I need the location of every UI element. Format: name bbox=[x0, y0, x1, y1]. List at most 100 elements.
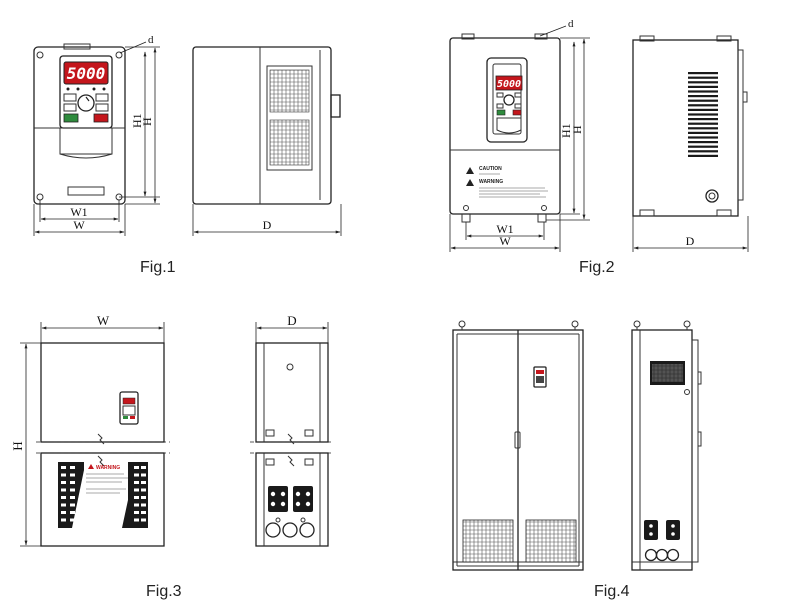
vent-slot bbox=[70, 503, 75, 507]
louvre-slot bbox=[688, 118, 718, 121]
louvre-slot bbox=[688, 150, 718, 153]
louvre-slot bbox=[688, 90, 718, 93]
fig1-caption: Fig.1 bbox=[140, 259, 176, 276]
louvre-slot bbox=[688, 131, 718, 134]
fig3-d-depth-label: D bbox=[287, 313, 296, 328]
vent-slot bbox=[70, 518, 75, 522]
fig1-front-view: 5000 bbox=[33, 43, 126, 205]
louvre-slot bbox=[688, 113, 718, 116]
vent-slot bbox=[61, 473, 66, 477]
louvre-slot bbox=[688, 141, 718, 144]
vent-slot bbox=[70, 488, 75, 492]
fig4-keypad bbox=[533, 366, 547, 388]
fig2-warning-title: WARNING bbox=[479, 179, 503, 185]
vent-slot bbox=[61, 466, 66, 469]
fig2-d-label: d bbox=[568, 18, 574, 30]
fig3-left-vent bbox=[58, 462, 84, 528]
fig1-display bbox=[63, 61, 109, 85]
vent-slot bbox=[70, 473, 75, 477]
fig1-w1-label: W1 bbox=[70, 205, 87, 219]
louvre-slot bbox=[688, 99, 718, 102]
fig2-caution-title: CAUTION bbox=[479, 166, 502, 172]
vent-slot bbox=[134, 481, 139, 484]
vent-slot bbox=[141, 466, 146, 469]
louvre-slot bbox=[688, 104, 718, 107]
fig3-front-view: WARNING bbox=[36, 342, 170, 547]
vent-slot bbox=[61, 488, 66, 492]
louvre-slot bbox=[688, 95, 718, 98]
vent-slot bbox=[61, 496, 66, 499]
fig3-dimensions: W H bbox=[10, 313, 165, 547]
vent-slot bbox=[134, 466, 139, 469]
vent-slot bbox=[134, 473, 139, 477]
fig3-h-label: H bbox=[10, 441, 25, 450]
fig1-w-label: W bbox=[73, 218, 85, 232]
fig1-knob bbox=[77, 94, 95, 112]
vent-slot bbox=[61, 511, 66, 514]
fig2-d-depth-label: D bbox=[686, 234, 695, 248]
louvre-slot bbox=[688, 127, 718, 130]
fig4-left-grille bbox=[462, 519, 514, 563]
fig2-w-label: W bbox=[499, 234, 511, 248]
fig1-h-label: H bbox=[140, 117, 154, 126]
fig3-side-view: D bbox=[250, 313, 334, 547]
vent-slot bbox=[61, 518, 66, 522]
vent-slot bbox=[141, 503, 146, 507]
vent-slot bbox=[141, 473, 146, 477]
fig3-vent-slots bbox=[61, 466, 146, 522]
vent-slot bbox=[134, 511, 139, 514]
vent-slot bbox=[141, 518, 146, 522]
vent-slot bbox=[70, 481, 75, 484]
vent-slot bbox=[70, 466, 75, 469]
vent-slot bbox=[134, 488, 139, 492]
louvre-slot bbox=[688, 154, 718, 157]
fig2-h1-label: H1 bbox=[559, 123, 573, 138]
fig3-terminal-right bbox=[293, 486, 313, 512]
vent-slot bbox=[70, 511, 75, 514]
fig3-caption: Fig.3 bbox=[146, 583, 182, 600]
fig1-d-depth-label: D bbox=[263, 218, 272, 232]
fig4-front-view bbox=[452, 320, 584, 571]
fig2-side-view: D bbox=[632, 35, 749, 252]
fig1-side-view: D bbox=[192, 46, 342, 236]
louvre-slot bbox=[688, 145, 718, 148]
louvre-slot bbox=[688, 85, 718, 88]
vent-slot bbox=[141, 511, 146, 514]
fig2-caption: Fig.2 bbox=[579, 259, 615, 276]
louvre-slot bbox=[688, 81, 718, 84]
louvre-slot bbox=[688, 72, 718, 75]
vent-slot bbox=[134, 518, 139, 522]
fig4-caption: Fig.4 bbox=[594, 583, 630, 600]
fig4-right-grille bbox=[525, 519, 577, 563]
vent-slot bbox=[141, 488, 146, 492]
louvre-slot bbox=[688, 76, 718, 79]
vent-slot bbox=[134, 496, 139, 499]
fig2-cable-gland bbox=[705, 189, 719, 203]
fig2-w1-label: W1 bbox=[496, 222, 513, 236]
vent-slot bbox=[61, 481, 66, 484]
fig4-terminal-right bbox=[666, 520, 680, 540]
vent-slot bbox=[61, 503, 66, 507]
louvre-slot bbox=[688, 108, 718, 111]
fig4-side-view bbox=[631, 320, 702, 571]
fig3-right-vent bbox=[122, 462, 148, 528]
fig2-display-value: 5000 bbox=[497, 79, 521, 90]
fig3-warning-title: WARNING bbox=[96, 465, 120, 471]
louvre-slot bbox=[688, 122, 718, 125]
fig2-front-view: 5000 CAUTION WARNING bbox=[449, 33, 561, 223]
fig2-dimensions: H1 H d W1 W bbox=[449, 18, 590, 252]
fig1-dimensions: H1 H d W1 W bbox=[33, 34, 160, 236]
vent-slot bbox=[141, 481, 146, 484]
fig2-h-label: H bbox=[570, 125, 584, 134]
fig3-terminal-left bbox=[268, 486, 288, 512]
fig1-h1-label: H1 bbox=[130, 113, 144, 128]
fig1-display-value: 5000 bbox=[67, 64, 106, 83]
vent-slot bbox=[134, 503, 139, 507]
fig4-door-handle bbox=[514, 431, 521, 449]
vent-slot bbox=[70, 496, 75, 499]
fig1-d-label: d bbox=[148, 34, 154, 46]
vent-slot bbox=[141, 496, 146, 499]
fig4-terminal-left bbox=[644, 520, 658, 540]
fig3-w-label: W bbox=[97, 313, 110, 328]
